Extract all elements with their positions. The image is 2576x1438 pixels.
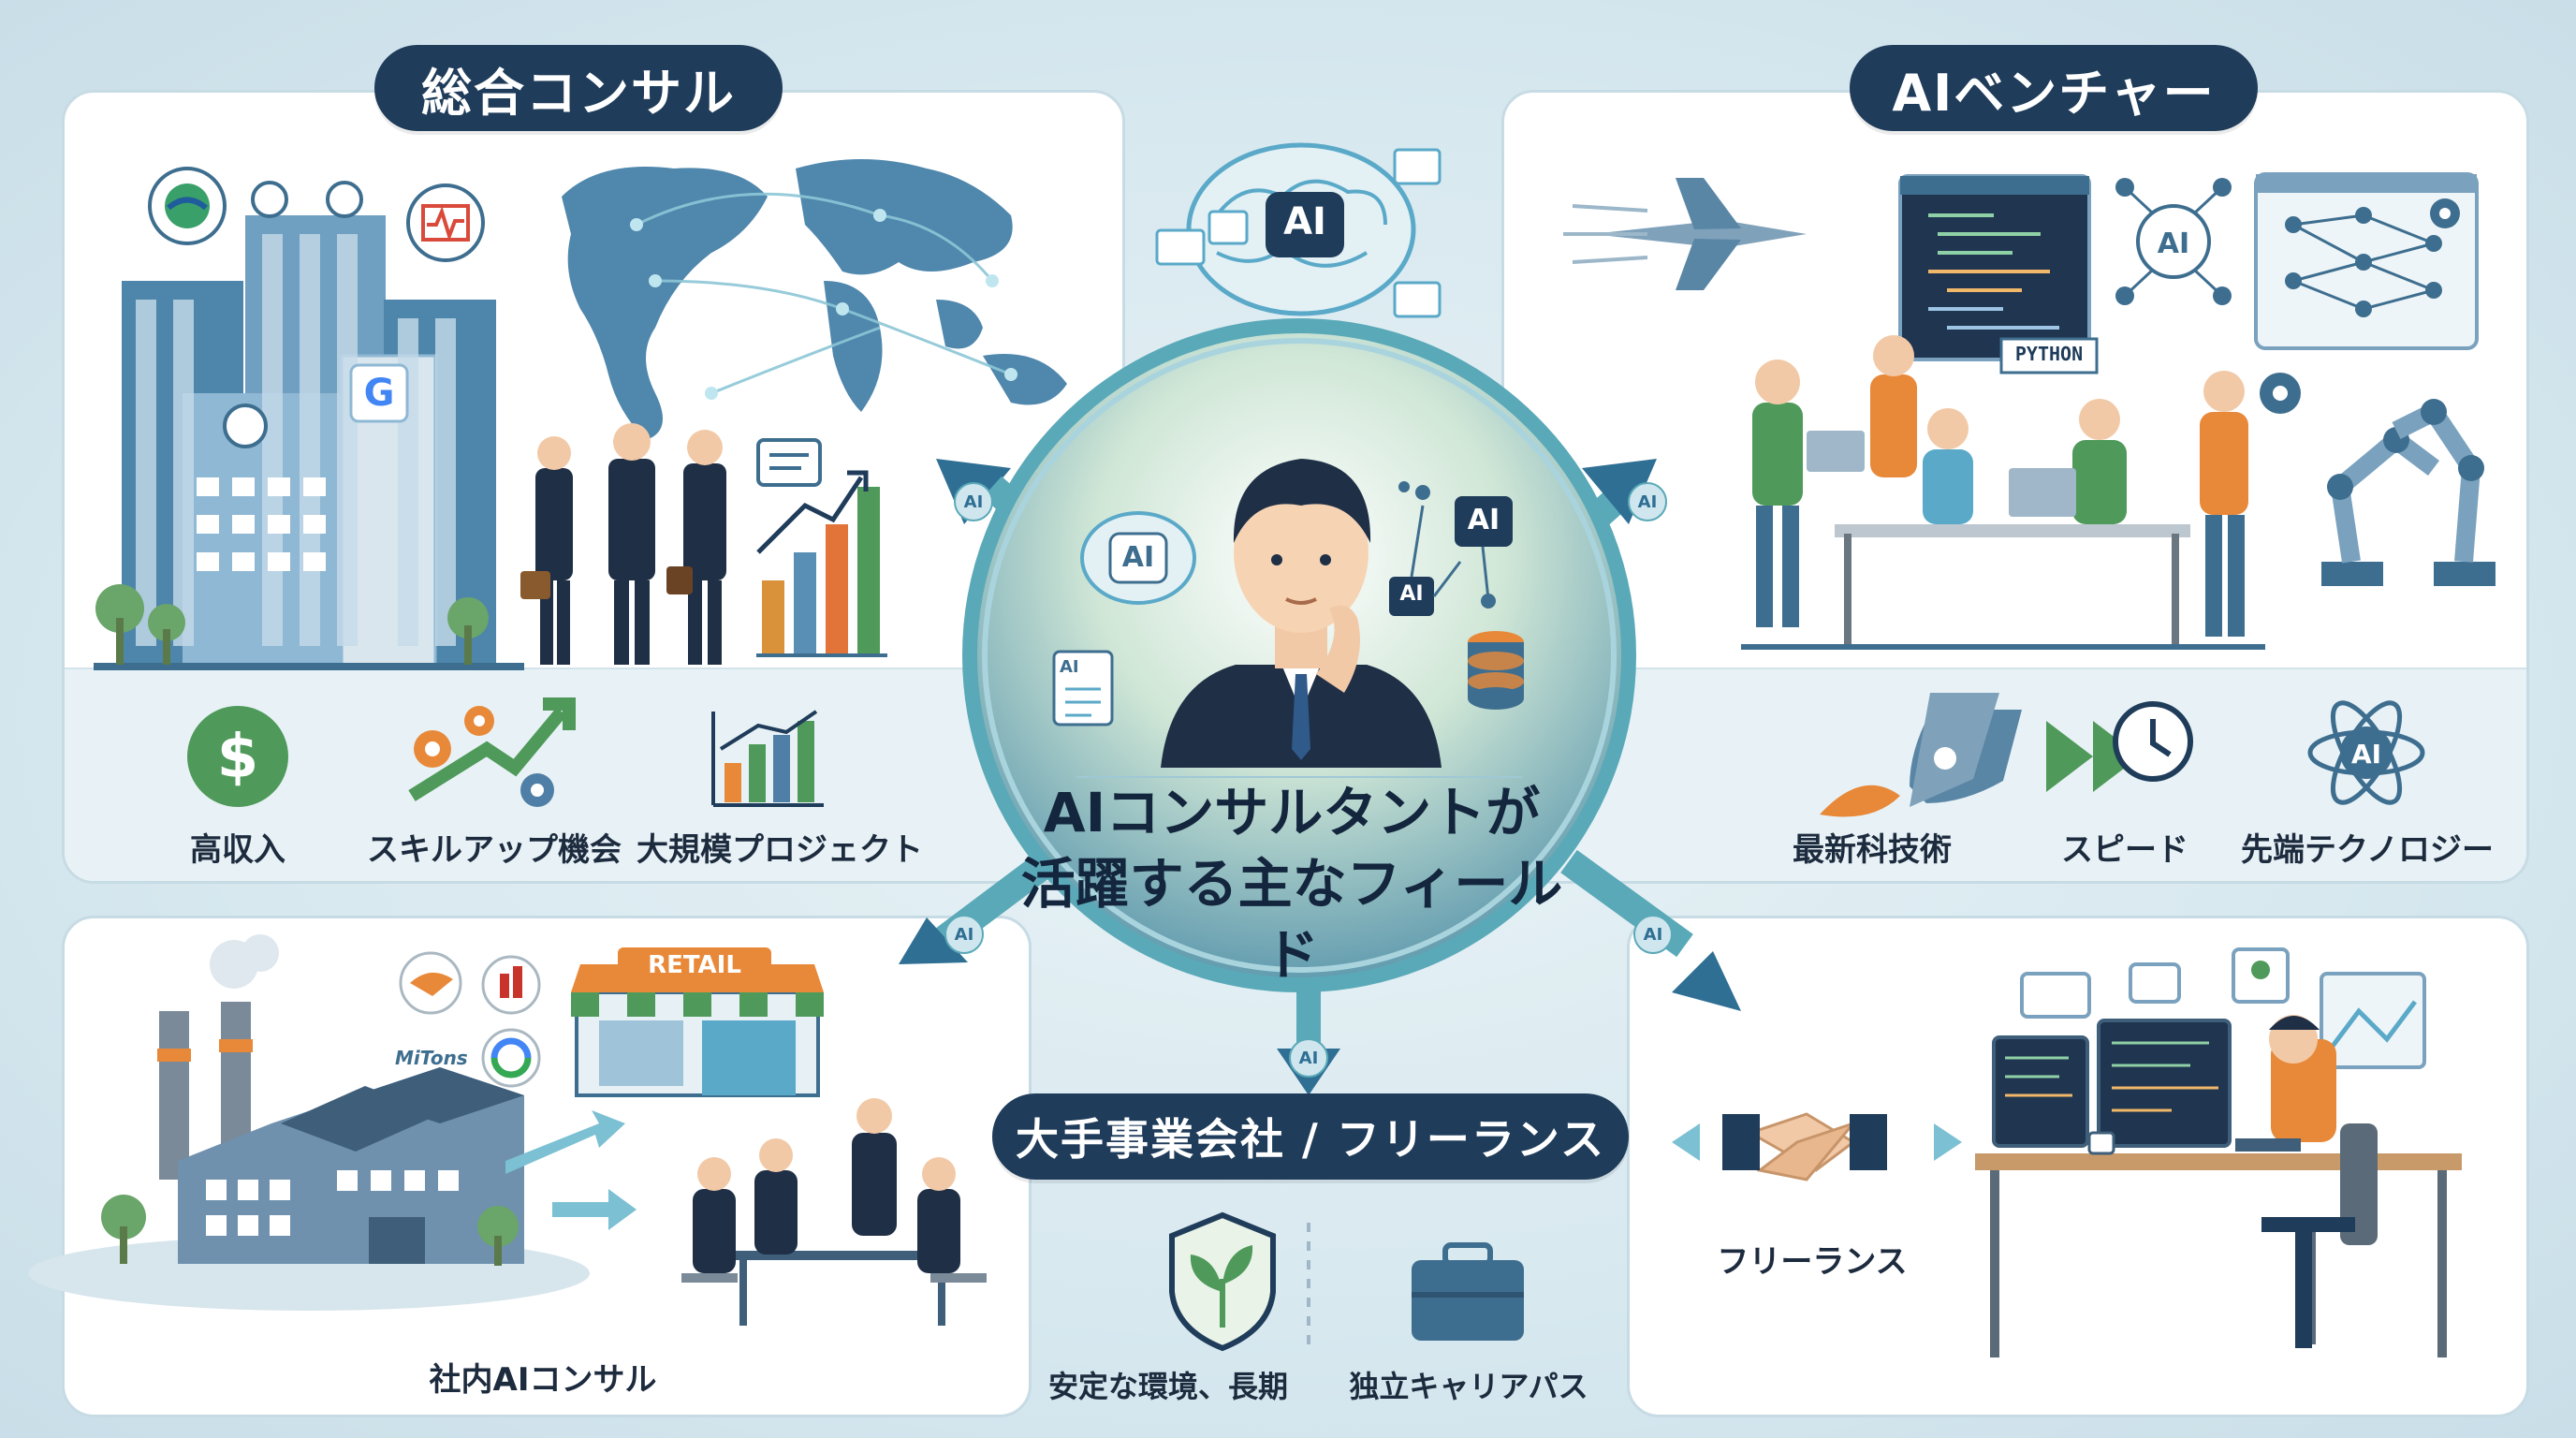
svg-text:$: $ — [217, 723, 259, 792]
svg-text:AI: AI — [964, 492, 984, 512]
skill-growth-icon — [408, 697, 576, 807]
dollar-icon: $ — [187, 706, 288, 807]
center-title-line2: 活躍する主なフィールド — [1020, 852, 1563, 987]
growth-bar-chart-icon — [756, 438, 887, 657]
briefcase-icon — [1412, 1242, 1524, 1341]
network-lines — [636, 192, 1012, 395]
document-ai-badge: AI — [1060, 657, 1079, 677]
neural-network-node-icon: AI — [2115, 178, 2232, 305]
document-icon — [1052, 650, 1114, 726]
jet-icon — [1563, 178, 1807, 290]
speech-bubble-logo-icons — [148, 167, 485, 262]
database-icon — [1468, 631, 1524, 710]
retail-sign-text: RETAIL — [648, 951, 741, 979]
handshake-icon — [1722, 1112, 1887, 1181]
mini-brain-ai-badge: AI — [1121, 541, 1155, 574]
meeting-table-icon — [681, 1098, 987, 1326]
svg-text:G: G — [364, 372, 395, 415]
svg-text:AI: AI — [2158, 227, 2189, 260]
brain-ai-icon — [1155, 142, 1442, 318]
feature-label-advanced-tech: 先端テクノロジー — [2241, 831, 2494, 869]
consulting-title-pill: 総合コンサル — [374, 45, 783, 131]
company-logo-icons — [399, 951, 541, 1088]
feature-label-skill-up: スキルアップ機会 — [367, 831, 622, 869]
company-logo-text: MiTons — [395, 1047, 468, 1069]
network-ai-badge-small: AI — [1399, 582, 1424, 606]
speed-forward-icon — [2046, 701, 2193, 792]
feature-label-high-income: 高収入 — [190, 831, 285, 869]
freelance-caption: フリーランス — [1717, 1243, 1908, 1281]
atom-ai-icon: AI — [2307, 700, 2425, 805]
shield-plant-icon — [1169, 1211, 1276, 1352]
code-editor-window — [1898, 174, 2091, 361]
business-team-icon — [520, 423, 726, 665]
enterprise-freelance-title-pill: 大手事業会社 / フリーランス — [992, 1093, 1629, 1180]
svg-text:AI: AI — [2351, 739, 2381, 770]
svg-text:AI: AI — [1644, 925, 1663, 945]
retail-store-icon — [571, 947, 824, 1097]
feature-label-speed: スピード — [2061, 831, 2188, 869]
network-ai-badge-large: AI — [1467, 504, 1500, 536]
large-project-chart-icon — [711, 710, 824, 807]
brain-ai-badge: AI — [1283, 200, 1326, 243]
building-skyline-icon: G — [94, 181, 524, 670]
python-label: PYTHON — [2014, 343, 2084, 365]
handshake-arrows-icon — [1672, 1123, 1962, 1161]
factory-icon — [28, 934, 590, 1311]
freelancer-workstation-icon — [1975, 947, 2462, 1357]
bidirectional-arrow-icon — [505, 1110, 637, 1230]
feature-label-independent: 独立キャリアパス — [1349, 1369, 1588, 1404]
svg-text:AI: AI — [1299, 1049, 1319, 1068]
venture-title-pill: AIベンチャー — [1850, 45, 2258, 131]
feature-label-large-project: 大規模プロジェクト — [637, 831, 923, 869]
python-label-box — [1999, 337, 2099, 374]
svg-text:AI: AI — [955, 925, 974, 945]
center-title-line1: AIコンサルタントが — [1043, 781, 1541, 844]
rocket-icon — [1820, 693, 2022, 817]
gear-icon — [2260, 198, 2460, 414]
robot-arm-icon — [2321, 399, 2496, 586]
feature-label-latest-tech: 最新科技術 — [1793, 831, 1952, 869]
mini-network-icons — [1389, 481, 1513, 616]
feature-label-stable: 安定な環境、長期 — [1047, 1369, 1288, 1404]
svg-text:AI: AI — [1638, 492, 1658, 512]
mini-brain-icon — [1080, 511, 1196, 605]
inhouse-caption: 社内AIコンサル — [429, 1361, 657, 1399]
neural-net-window — [2254, 172, 2479, 350]
arrow-ai-badges — [944, 482, 1673, 1078]
startup-team-icon — [1741, 335, 2265, 650]
consultant-figure — [1161, 459, 1442, 768]
center-title: AIコンサルタントが 活躍する主なフィールド — [1011, 777, 1573, 990]
